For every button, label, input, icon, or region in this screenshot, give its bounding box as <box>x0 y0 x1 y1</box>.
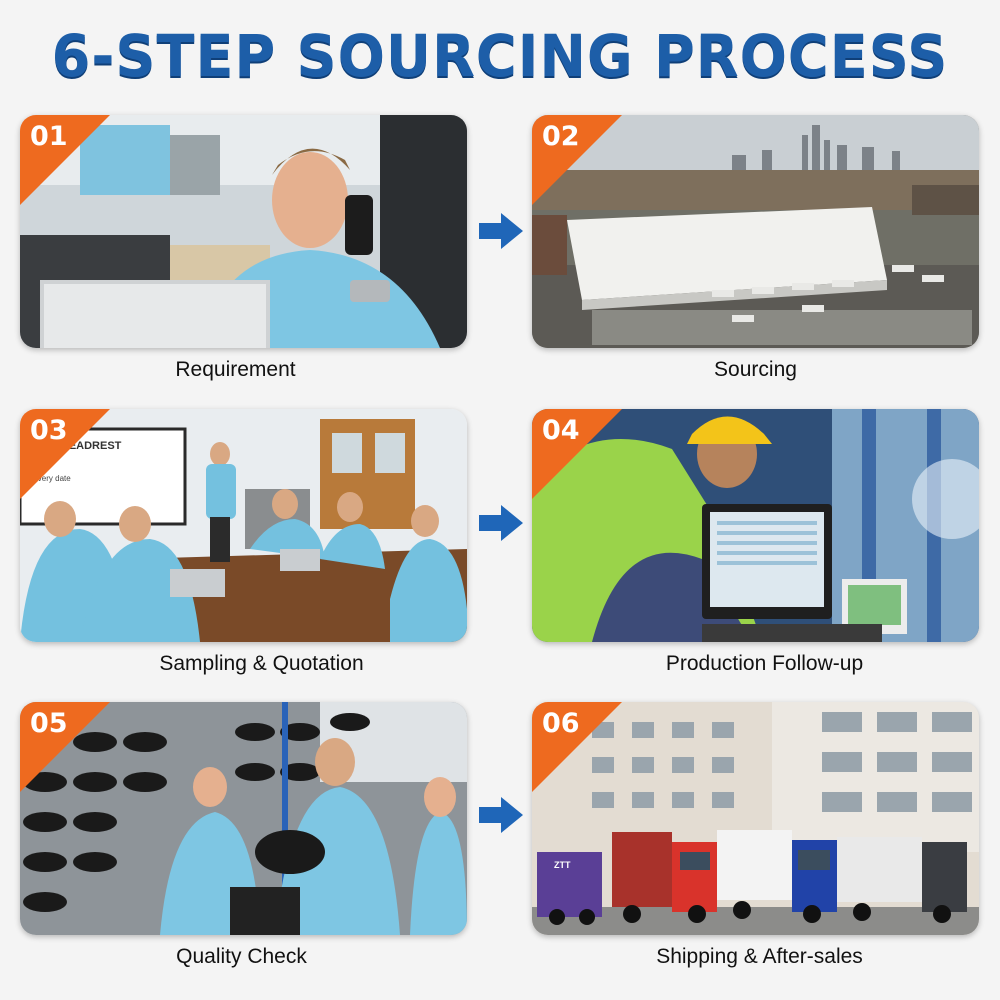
step-number: 03 <box>30 415 68 446</box>
arrow-right-icon <box>479 797 523 833</box>
step-number: 04 <box>542 415 580 446</box>
step-card-quality: 05 <box>20 702 467 935</box>
step-card-production: 04 <box>532 409 979 642</box>
arrow-right-icon <box>479 213 523 249</box>
arrow-right-icon <box>479 505 523 541</box>
step-label: Shipping & After-sales <box>656 945 863 968</box>
step-label: Sampling & Quotation <box>159 652 364 675</box>
truck-logo: ZTT <box>554 860 571 870</box>
page-title: 6-STEP SOURCING PROCESS <box>51 22 949 90</box>
step-label: Sourcing <box>714 358 797 381</box>
step-label: Production Follow-up <box>665 652 864 675</box>
step-number: 02 <box>542 121 580 152</box>
photo-trucks-shipping: ZTT <box>532 702 979 935</box>
step-badge <box>532 115 622 205</box>
step-number: 05 <box>30 708 68 739</box>
step-badge <box>20 115 110 205</box>
step-number: 06 <box>542 708 580 739</box>
step-badge <box>20 702 110 792</box>
step-label: Quality Check <box>176 945 307 968</box>
step-label: Requirement <box>175 358 296 381</box>
step-card-shipping: ZTT 06 <box>532 702 979 935</box>
step-card-sampling: CAR HEADREST Delivery date 03 <box>20 409 467 642</box>
step-badge <box>532 702 622 792</box>
photo-quality-inspection <box>20 702 467 935</box>
step-badge <box>532 409 622 499</box>
step-card-requirement: 01 <box>20 115 467 348</box>
photo-warehouse-aerial <box>532 115 979 348</box>
step-badge <box>20 409 110 499</box>
step-card-sourcing: 02 <box>532 115 979 348</box>
step-number: 01 <box>30 121 68 152</box>
